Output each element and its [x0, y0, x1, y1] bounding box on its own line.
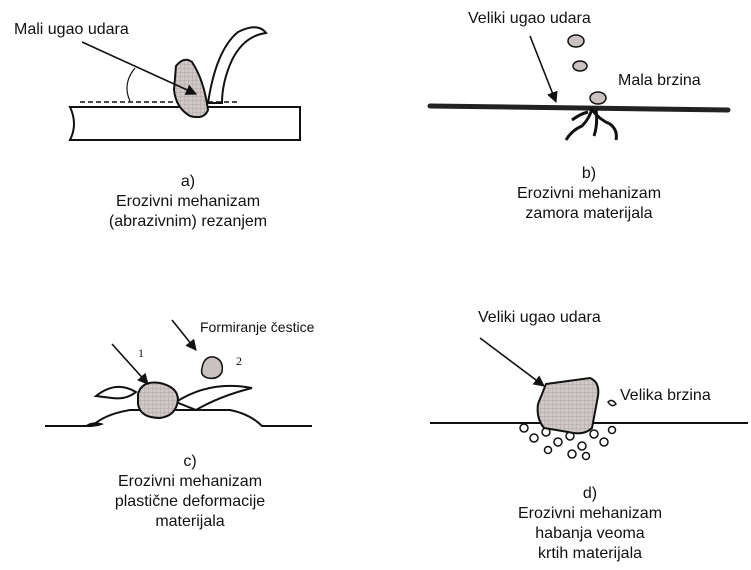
panel-d-arrow	[480, 338, 544, 386]
panel-d-caption: d) Erozivni mehanizam habanja veoma krti…	[470, 484, 710, 564]
panel-a-caption: a) Erozivni mehanizam (abrazivnim) rezan…	[88, 172, 288, 232]
panel-b-particle-upper	[568, 35, 584, 47]
panel-b-annotation-speed: Mala brzina	[618, 71, 701, 90]
panel-d-caption-letter: d)	[470, 484, 710, 504]
panel-a-deformed-lip	[208, 27, 266, 103]
panel-b-particle-impact	[590, 92, 606, 104]
panel-a-caption-line2: (abrazivnim) rezanjem	[88, 212, 288, 232]
panel-c-caption-line2: plastične deformacije	[70, 492, 310, 512]
panel-d-annotation-speed: Velika brzina	[620, 386, 711, 405]
panel-c-caption-line3: materijala	[70, 512, 310, 532]
panel-b-caption: b) Erozivni mehanizam zamora materijala	[484, 164, 694, 224]
panel-b-caption-line1: Erozivni mehanizam	[484, 184, 694, 204]
panel-b-surface-line	[430, 106, 728, 110]
panel-a-angle-arc	[127, 68, 135, 101]
panel-c-small-chip	[85, 422, 104, 426]
panel-a-caption-letter: a)	[88, 172, 288, 192]
panel-c-right-lip	[176, 386, 252, 410]
panel-c-left-lip	[96, 387, 136, 399]
panel-c-arrow-2	[172, 320, 196, 350]
panel-d-annotation-angle: Veliki ugao udara	[478, 308, 601, 327]
panel-d-caption-line3: krtih materijala	[470, 544, 710, 564]
panel-c-caption-line1: Erozivni mehanizam	[70, 472, 310, 492]
panel-c-surface-line	[45, 410, 312, 426]
panel-b-caption-line2: zamora materijala	[484, 204, 694, 224]
panel-d-caption-line2: habanja veoma	[470, 524, 710, 544]
panel-a-caption-line1: Erozivni mehanizam	[88, 192, 288, 212]
panel-b-particle-middle	[573, 61, 587, 71]
panel-a-annotation: Mali ugao udara	[14, 20, 129, 39]
panel-b-annotation-angle: Veliki ugao udara	[468, 9, 591, 28]
panel-b-arrow	[530, 36, 556, 102]
panel-d-caption-line1: Erozivni mehanizam	[470, 504, 710, 524]
panel-c-marker-2: 2	[236, 352, 242, 371]
panel-d-particle	[538, 378, 599, 433]
panel-b-cracks	[566, 108, 616, 140]
panel-a-illustration	[70, 27, 300, 140]
panel-c-particle	[138, 382, 178, 418]
panel-c-caption: c) Erozivni mehanizam plastične deformac…	[70, 452, 310, 532]
panel-c-annotation: Formiranje čestice	[200, 318, 314, 337]
panel-c-detached-particle	[202, 357, 223, 378]
panel-b-caption-letter: b)	[484, 164, 694, 184]
panel-c-caption-letter: c)	[70, 452, 310, 472]
panel-d-small-piece	[608, 400, 616, 405]
panel-c-marker-1: 1	[138, 344, 144, 363]
